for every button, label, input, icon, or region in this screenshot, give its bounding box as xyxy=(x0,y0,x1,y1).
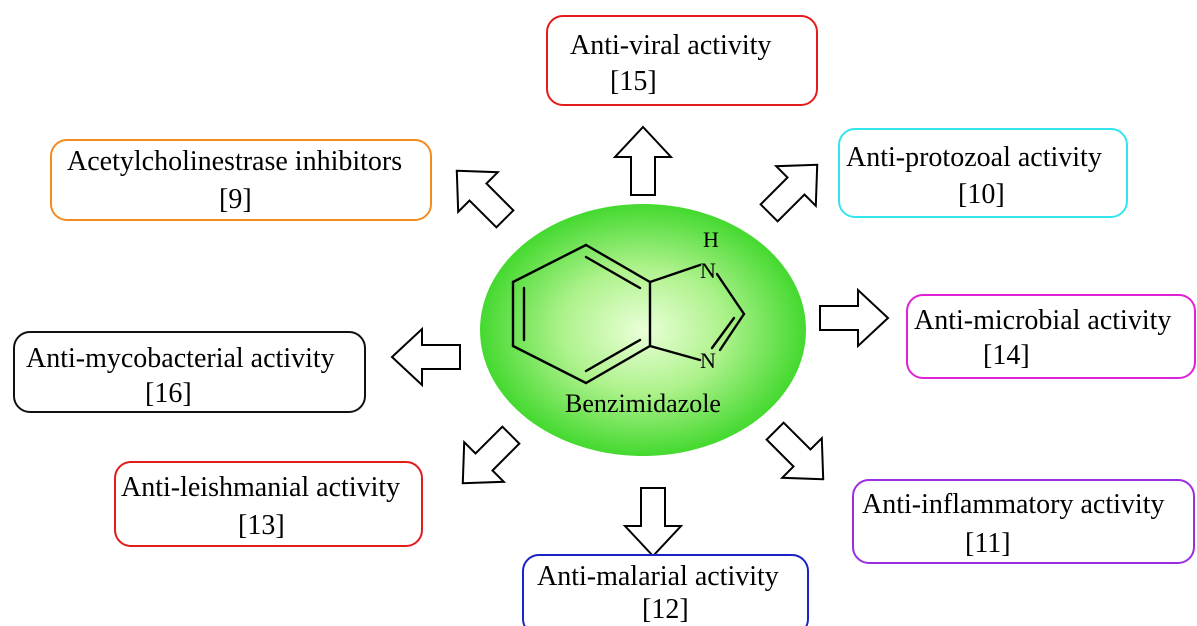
box-antiprotozoal-ref: [10] xyxy=(958,179,1005,210)
benzimidazole-structure xyxy=(511,243,746,385)
box-antileishmanial-title: Anti-leishmanial activity xyxy=(121,472,400,503)
box-antimycobacterial-ref: [16] xyxy=(145,378,192,409)
box-antiprotozoal-title: Anti-protozoal activity xyxy=(846,142,1102,173)
box-antiinflammatory-ref: [11] xyxy=(965,528,1011,559)
arrow-up-right xyxy=(759,163,819,223)
arrow-right xyxy=(819,287,890,349)
arrow-down-left xyxy=(461,425,521,485)
box-antimycobacterial: Anti-mycobacterial activity [16] xyxy=(13,331,366,413)
arrow-down xyxy=(622,487,684,558)
arrow-up xyxy=(612,125,674,196)
box-ache-title: Acetylcholinestrase inhibitors xyxy=(67,146,402,177)
box-antimycobacterial-title: Anti-mycobacterial activity xyxy=(26,343,335,374)
box-antiviral-title: Anti-viral activity xyxy=(570,30,771,61)
box-antimalarial-ref: [12] xyxy=(642,594,689,625)
box-antimicrobial-title: Anti-microbial activity xyxy=(914,305,1171,336)
arrow-down-right xyxy=(765,421,825,481)
box-antileishmanial-ref: [13] xyxy=(238,510,285,541)
box-ache-border xyxy=(50,139,432,221)
box-antiinflammatory: Anti-inflammatory activity [11] xyxy=(852,479,1195,564)
box-antiviral-ref: [15] xyxy=(610,66,657,97)
box-antiinflammatory-title: Anti-inflammatory activity xyxy=(862,489,1164,520)
box-antimicrobial-ref: [14] xyxy=(983,340,1030,371)
box-antiviral-border xyxy=(546,15,818,106)
box-ache: Acetylcholinestrase inhibitors [9] xyxy=(50,139,432,221)
atom-n-top: N xyxy=(700,258,716,283)
box-antileishmanial-border xyxy=(114,461,423,547)
arrow-up-left xyxy=(455,169,515,229)
box-ache-ref: [9] xyxy=(219,184,252,215)
box-antimalarial-border xyxy=(522,554,809,626)
box-antiinflammatory-border xyxy=(852,479,1195,564)
box-antiprotozoal: Anti-protozoal activity [10] xyxy=(838,128,1128,218)
box-antimycobacterial-border xyxy=(13,331,366,413)
box-antimicrobial-border xyxy=(906,294,1196,379)
atom-h: H xyxy=(703,227,719,252)
center-ellipse xyxy=(480,204,806,456)
atom-n-bottom: N xyxy=(700,348,716,373)
box-antileishmanial: Anti-leishmanial activity [13] xyxy=(114,461,423,547)
arrow-left xyxy=(390,326,461,388)
box-antimicrobial: Anti-microbial activity [14] xyxy=(906,294,1196,379)
box-antiprotozoal-border xyxy=(838,128,1128,218)
box-antimalarial: Anti-malarial activity [12] xyxy=(522,554,809,626)
box-antimalarial-title: Anti-malarial activity xyxy=(537,561,779,592)
center-label: Benzimidazole xyxy=(565,389,721,418)
box-antiviral: Anti-viral activity [15] xyxy=(546,15,818,106)
